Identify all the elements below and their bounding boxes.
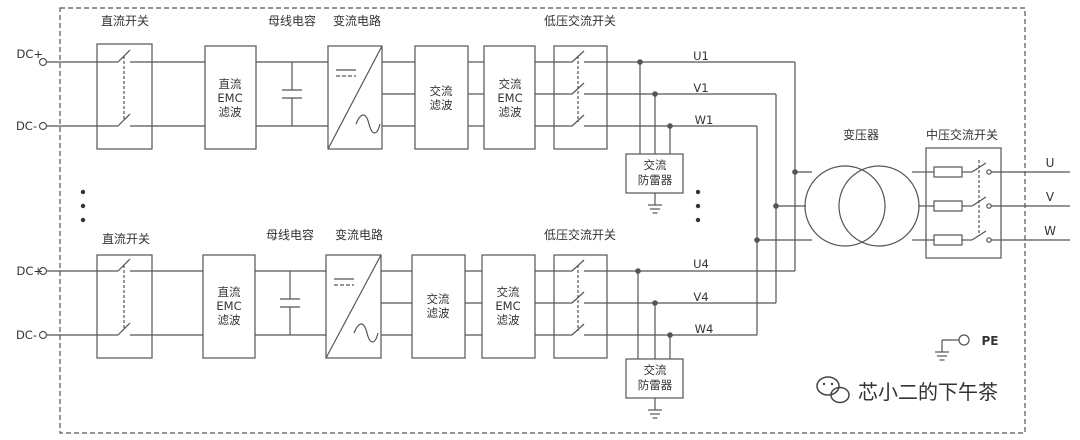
- bottom-ac-filter-line1: 交流: [427, 292, 450, 306]
- bottom-ac-emc-line2: EMC: [495, 299, 520, 313]
- transformer-label: 变压器: [843, 127, 879, 142]
- top-ac-emc-line3: 滤波: [499, 105, 522, 119]
- top-chain: [38, 43, 795, 214]
- bottom-dc-emc-filter: [202, 254, 256, 359]
- pe-ground-icon: [935, 334, 970, 361]
- transformer: [804, 165, 920, 247]
- top-phase-u-label: U1: [693, 49, 709, 63]
- top-dc-plus-label: DC+: [16, 47, 43, 61]
- bottom-ac-emc-line1: 交流: [497, 285, 520, 299]
- output-w-label: W: [1044, 224, 1056, 238]
- top-ac-filter-line1: 交流: [430, 84, 453, 98]
- output-v-label: V: [1046, 190, 1055, 204]
- bottom-phase-w-label: W4: [695, 322, 714, 336]
- top-dc-minus-label: DC-: [16, 119, 37, 133]
- top-dc-minus-terminal: [38, 121, 48, 131]
- bottom-dc-switch-label: 直流开关: [102, 232, 150, 246]
- output-u-label: U: [1046, 156, 1055, 170]
- mv-switch-contacts: [926, 160, 992, 246]
- bottom-phase-u-label: U4: [693, 257, 709, 271]
- top-ac-emc-line1: 交流: [499, 77, 522, 91]
- top-lv-ac-switch-label: 低压交流开关: [544, 13, 616, 28]
- top-dc-emc-line2: EMC: [217, 91, 242, 105]
- bottom-ac-emc-filter: [481, 254, 536, 359]
- top-surge-arrester: [625, 153, 684, 194]
- top-lv-ac-switch: [553, 45, 608, 150]
- top-arrester-ground-icon: [648, 193, 662, 214]
- bottom-dc-emc-line3: 滤波: [218, 313, 241, 327]
- bottom-dc-minus-terminal: [38, 330, 48, 340]
- top-phase-w-label: W1: [695, 113, 714, 127]
- bottom-ac-emc-line3: 滤波: [497, 313, 520, 327]
- mv-ac-switch-label: 中压交流开关: [926, 127, 998, 142]
- bottom-chain: [38, 254, 795, 419]
- top-phase-v-label: V1: [693, 81, 708, 95]
- top-bus-capacitor: [282, 62, 302, 126]
- pe-label: PE: [982, 334, 999, 348]
- bottom-bus-capacitor-label: 母线电容: [266, 227, 314, 242]
- top-arrester-line2: 防雷器: [638, 173, 673, 187]
- bottom-ac-filter: [411, 254, 466, 359]
- bottom-lv-ac-switch-label: 低压交流开关: [544, 227, 616, 242]
- wechat-icon: [816, 376, 850, 404]
- bottom-arrester-ground-icon: [648, 398, 662, 419]
- top-ac-emc-line2: EMC: [497, 91, 522, 105]
- top-dc-emc-line1: 直流: [219, 77, 242, 91]
- watermark-text: 芯小二的下午茶: [858, 380, 998, 404]
- top-dc-switch-label: 直流开关: [101, 14, 149, 28]
- bottom-inverter-label: 变流电路: [335, 227, 383, 242]
- bottom-dc-minus-label: DC-: [16, 328, 37, 342]
- bottom-ac-filter-line2: 滤波: [427, 306, 450, 320]
- bottom-dc-emc-line1: 直流: [218, 285, 241, 299]
- top-bus-capacitor-label: 母线电容: [268, 13, 316, 28]
- top-dc-emc-line3: 滤波: [219, 105, 242, 119]
- top-inverter-label: 变流电路: [333, 13, 381, 28]
- bottom-dc-emc-line2: EMC: [216, 299, 241, 313]
- top-arrester-line1: 交流: [644, 158, 667, 172]
- cabinet-enclosure: [59, 7, 1026, 434]
- bottom-bus-capacitor: [280, 271, 300, 335]
- ellipsis-dots: [80, 189, 701, 223]
- bottom-arrester-line1: 交流: [644, 363, 667, 377]
- bottom-arrester-line2: 防雷器: [638, 378, 673, 392]
- top-ac-filter: [414, 45, 469, 150]
- top-dc-emc-filter: [204, 45, 257, 150]
- bottom-phase-v-label: V4: [693, 290, 708, 304]
- watermark: 芯小二的下午茶: [816, 376, 998, 404]
- bottom-lv-ac-switch: [553, 254, 608, 359]
- top-ac-filter-line2: 滤波: [430, 98, 453, 112]
- bottom-dc-plus-label: DC+: [16, 264, 43, 278]
- top-ac-emc-filter: [483, 45, 536, 150]
